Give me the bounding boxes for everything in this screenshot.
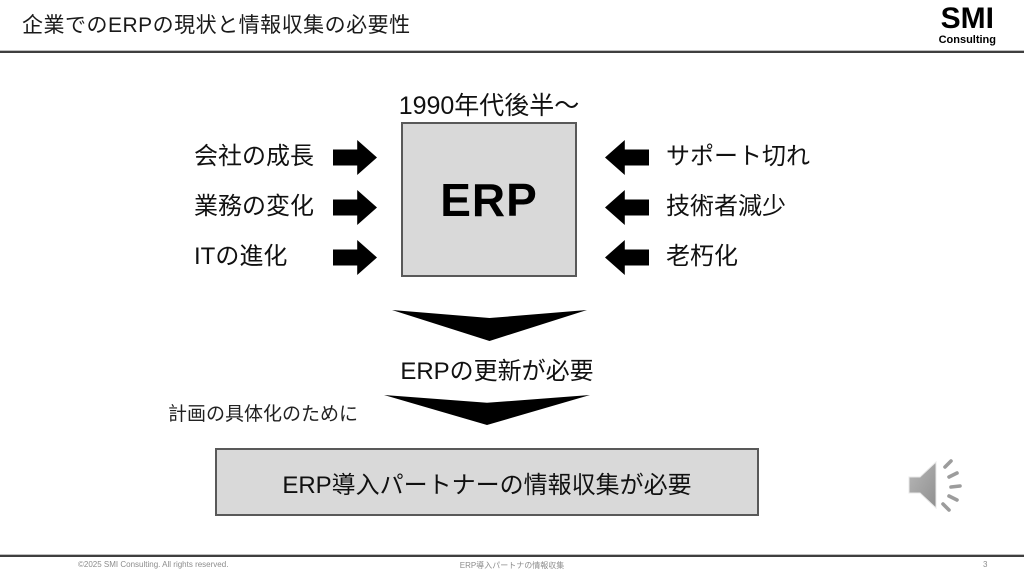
right-factor-1: サポート切れ: [666, 143, 810, 170]
down-chevron-icon: [392, 310, 587, 341]
conclusion-box-label: ERP導入パートナーの情報収集が必要: [282, 471, 692, 499]
right-factor-3: 老朽化: [666, 243, 738, 270]
left-factor-2: 業務の変化: [194, 193, 314, 220]
left-factor-3: ITの進化: [194, 243, 288, 270]
conclusion-box: ERP導入パートナーの情報収集が必要: [215, 448, 759, 516]
logo-sub-text: Consulting: [938, 34, 996, 46]
erp-box-label: ERP: [440, 173, 538, 226]
down-chevron-icon: [384, 395, 590, 425]
erp-box: ERP: [401, 122, 577, 277]
right-arrow-icon: [333, 140, 377, 175]
left-arrow-icon: [605, 140, 649, 175]
right-arrow-icon: [333, 240, 377, 275]
audio-speaker-icon[interactable]: [900, 452, 968, 520]
footer-divider: [0, 554, 1024, 557]
footer-copyright: ©2025 SMI Consulting. All rights reserve…: [78, 560, 229, 569]
conclusion-update-label: ERPの更新が必要: [400, 358, 594, 385]
era-label: 1990年代後半～: [398, 92, 580, 120]
left-arrow-icon: [605, 240, 649, 275]
purpose-note: 計画の具体化のために: [168, 404, 359, 425]
smi-logo: SMI Consulting: [939, 4, 996, 46]
right-factor-2: 技術者減少: [666, 193, 786, 220]
footer-page-number: 3: [983, 560, 988, 569]
left-factor-1: 会社の成長: [194, 143, 314, 170]
logo-main-text: SMI: [940, 2, 994, 35]
left-arrow-icon: [605, 190, 649, 225]
right-arrow-icon: [333, 190, 377, 225]
title-divider: [0, 50, 1024, 53]
slide-title: 企業でのERPの現状と情報収集の必要性: [22, 14, 411, 37]
footer-doc-title: ERP導入パートナの情報収集: [459, 561, 565, 570]
